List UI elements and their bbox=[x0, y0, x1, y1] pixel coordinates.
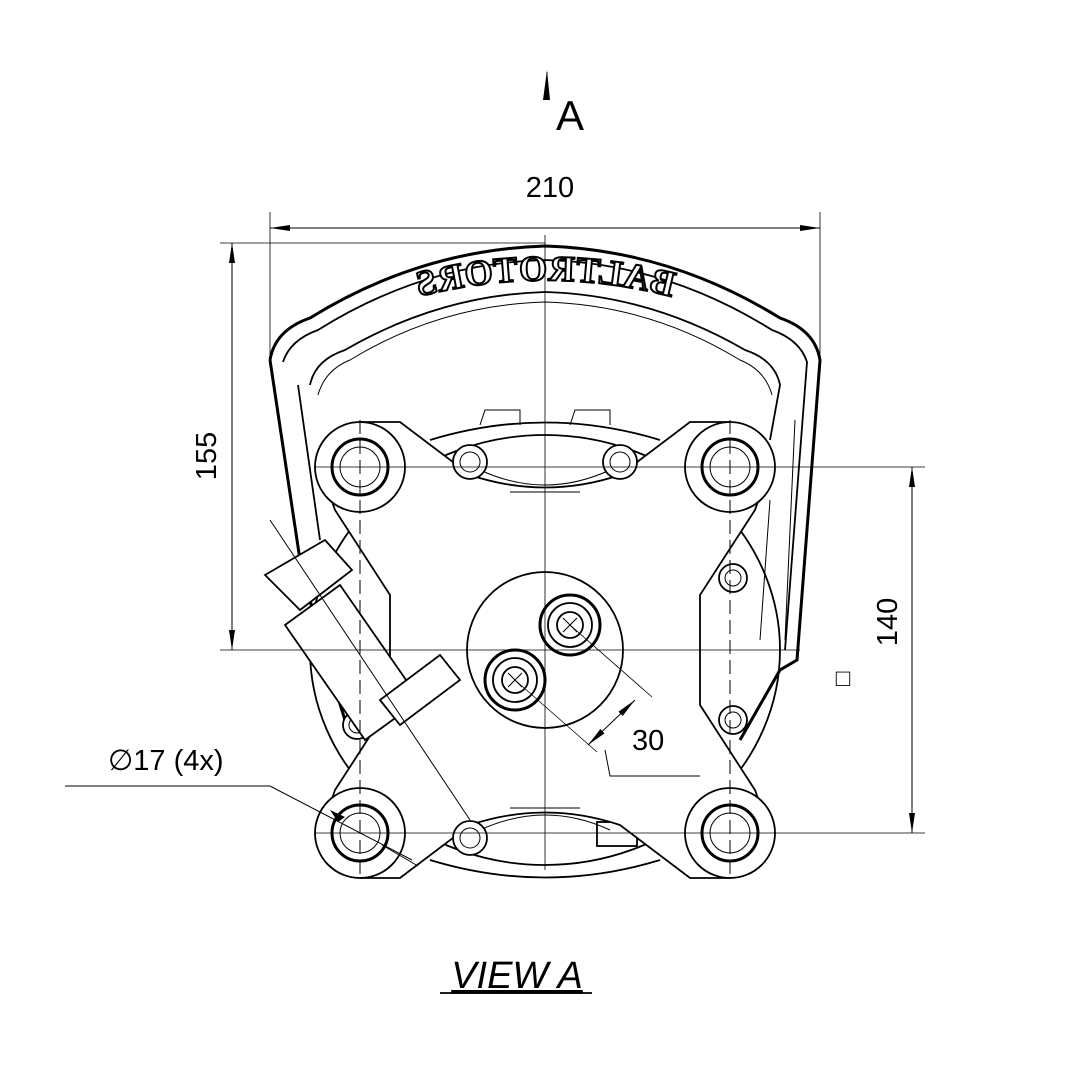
dimension-width bbox=[269, 212, 821, 360]
dimension-height-label: 155 bbox=[191, 432, 223, 480]
dimension-angle bbox=[514, 624, 700, 777]
hole-dimension-label: ∅17 (4x) bbox=[108, 745, 224, 777]
dimension-bolt-spacing-label: 140 bbox=[872, 598, 904, 646]
dimension-width-label: 210 bbox=[526, 172, 574, 204]
center-lines bbox=[220, 235, 925, 880]
view-caption: VIEW A bbox=[451, 955, 583, 997]
view-letter: A bbox=[556, 92, 584, 139]
view-arrow bbox=[543, 70, 550, 100]
square-symbol: □ bbox=[836, 665, 851, 692]
hole-leader bbox=[65, 785, 419, 867]
small-bolts bbox=[342, 444, 748, 856]
electrical-connector bbox=[263, 519, 471, 821]
dimension-angle-label: 30 bbox=[632, 725, 664, 757]
